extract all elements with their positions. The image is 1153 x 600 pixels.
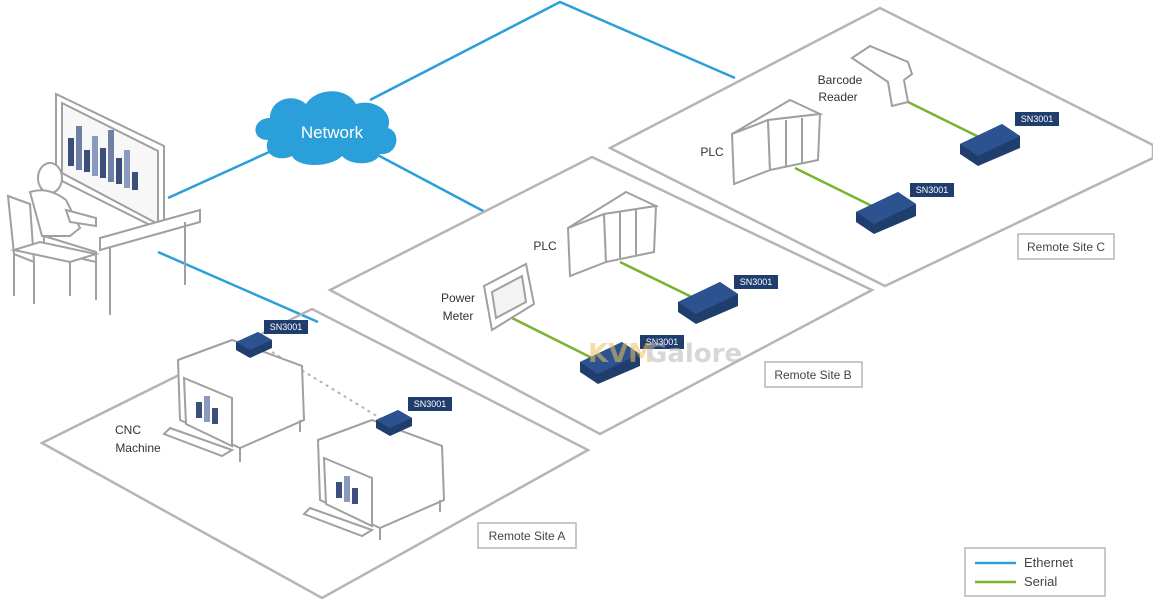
barcode-reader-label-2: Reader (818, 90, 857, 104)
svg-text:SN3001: SN3001 (270, 322, 303, 332)
sn3001-device-c-plc: SN3001 (856, 183, 954, 234)
power-meter-label-1: Power (441, 291, 475, 305)
platform-site-c (607, 6, 1153, 288)
svg-text:SN3001: SN3001 (916, 185, 949, 195)
cnc-machine-label-1: CNC (115, 423, 141, 437)
network-cloud: Network (255, 91, 397, 165)
site-c-label: Remote Site C (1027, 240, 1105, 254)
power-meter-label-2: Meter (443, 309, 474, 323)
watermark: KVM Galore (588, 339, 742, 369)
site-a-label: Remote Site A (489, 529, 566, 543)
sn3001-device-b-plc: SN3001 (678, 275, 778, 324)
sn3001-device-b-meter: SN3001 (580, 335, 684, 384)
barcode-reader-icon (850, 44, 914, 108)
ethernet-lines (157, 0, 736, 324)
plc-c-label: PLC (700, 145, 724, 159)
cnc-machine-label-2: Machine (115, 441, 161, 455)
site-b-label-box: Remote Site B (764, 361, 863, 388)
site-c-label-box: Remote Site C (1017, 233, 1115, 260)
sn3001-device-c-reader: SN3001 (960, 112, 1059, 166)
operator-icon (6, 162, 100, 304)
site-b-label: Remote Site B (774, 368, 851, 382)
svg-text:SN3001: SN3001 (414, 399, 447, 409)
workstation (6, 92, 201, 315)
svg-text:KVM: KVM (588, 339, 654, 369)
svg-text:SN3001: SN3001 (740, 277, 773, 287)
monitor-chart-icon (68, 126, 138, 190)
site-a-label-box: Remote Site A (477, 522, 577, 549)
legend: Ethernet Serial (964, 547, 1106, 597)
plc-c-icon (730, 98, 824, 186)
plc-b-label: PLC (533, 239, 557, 253)
sn3001-device-a-2: SN3001 (376, 397, 452, 436)
svg-text:Galore: Galore (646, 339, 742, 369)
svg-text:SN3001: SN3001 (1021, 114, 1054, 124)
sn3001-device-a-1: SN3001 (236, 320, 308, 358)
legend-ethernet-label: Ethernet (1024, 555, 1074, 570)
legend-serial-label: Serial (1024, 574, 1057, 589)
cnc-machine-2-icon (302, 418, 446, 540)
barcode-reader-label-1: Barcode (818, 73, 863, 87)
plc-b-icon (566, 190, 660, 278)
platform-site-b (327, 155, 875, 436)
network-label: Network (301, 123, 364, 142)
cnc-machine-1-icon (162, 338, 306, 462)
power-meter-icon (482, 262, 536, 332)
svg-text:SN3001: SN3001 (646, 337, 679, 347)
